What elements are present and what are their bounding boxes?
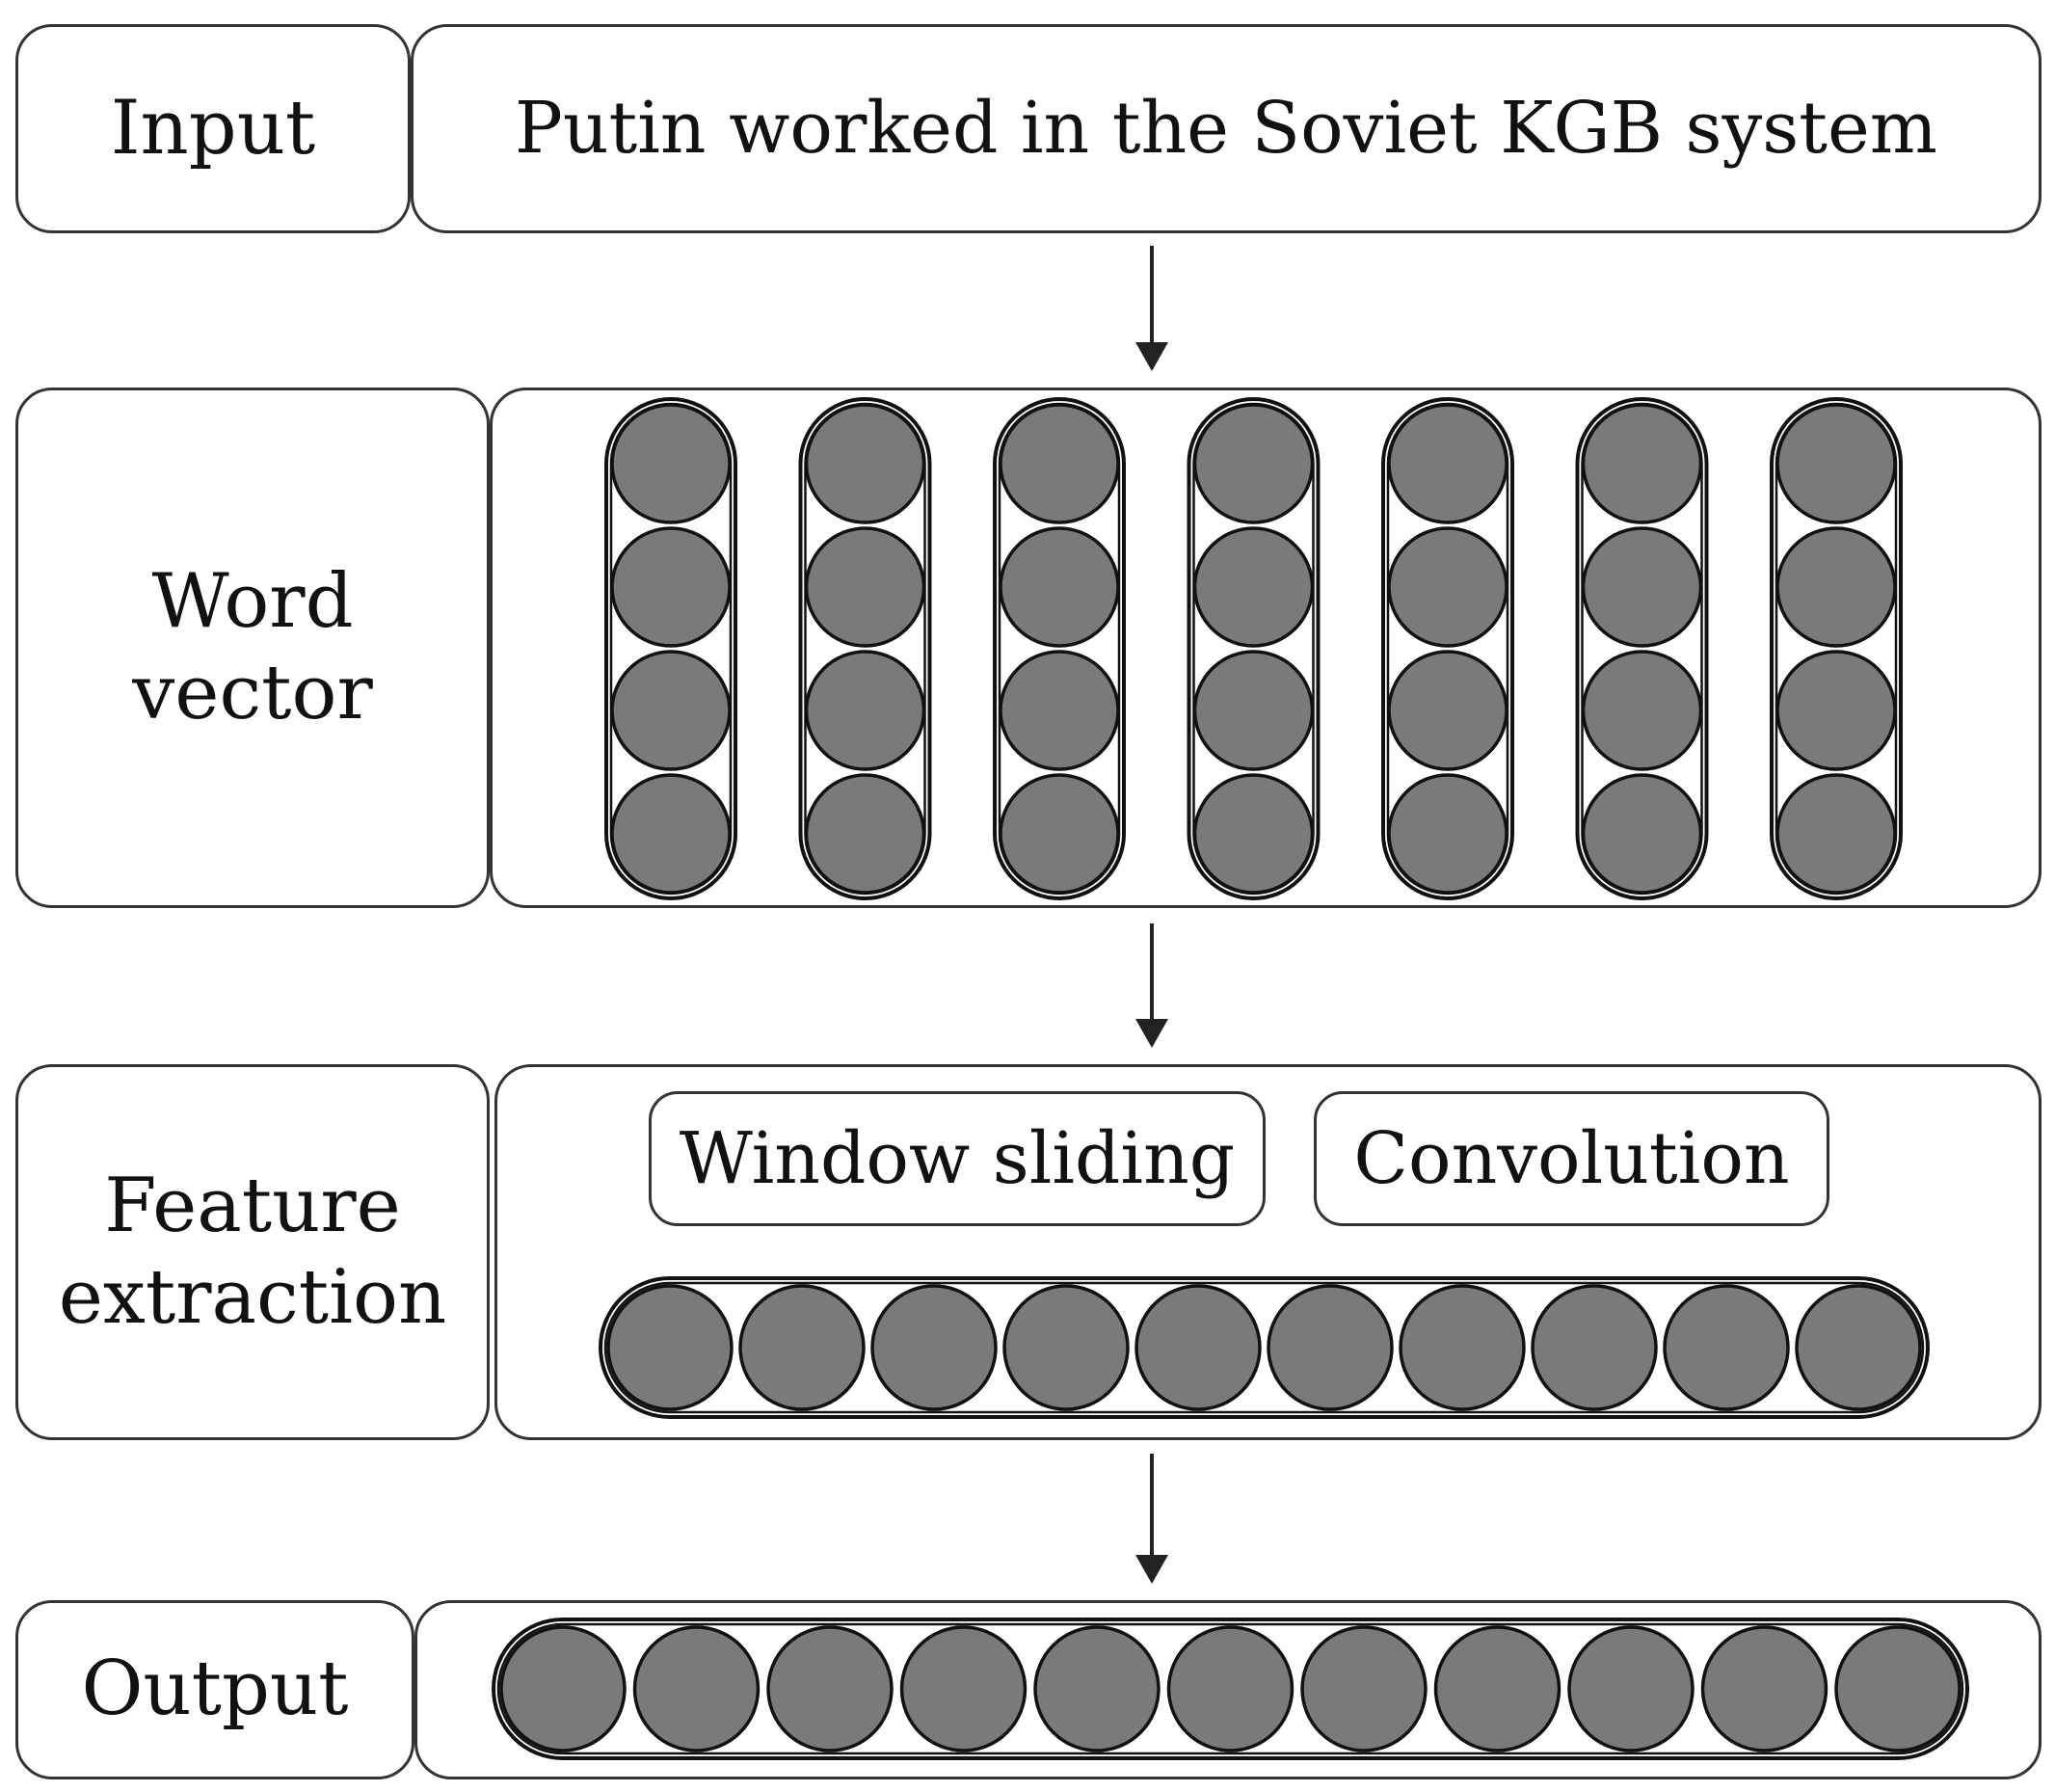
arrow-2 [1135,923,1168,1048]
output-vector-node [899,1625,1028,1752]
word-vector-label-line-1: Word [151,557,354,645]
feature-vector-capsule-inner [603,1281,1925,1414]
word-vector-node [1581,526,1703,648]
feature-vector-node [1267,1284,1394,1411]
feature-vector-node [1531,1284,1658,1411]
word-vector-node [1192,403,1315,524]
word-vector-node [804,650,926,771]
word-vector-capsule [993,397,1126,900]
input-sentence: Putin worked in the Soviet KGB system [515,87,1937,171]
word-vector-node [1581,650,1703,771]
output-label-box [15,1600,414,1779]
output-vector-node [1567,1625,1695,1752]
word-vector-node [999,526,1120,648]
convolution-box: Convolution [1314,1091,1829,1226]
word-vector-node [1581,403,1703,524]
word-vector-node [610,526,732,648]
output-vector-node [499,1625,627,1752]
output-vector-node [1834,1625,1962,1752]
feature-vector-node [1002,1284,1130,1411]
word-vector-node [610,773,732,895]
output-vector-node [1033,1625,1161,1752]
feature-vector-node [870,1284,998,1411]
feature-vector-node [606,1284,734,1411]
word-vector-node [1387,403,1508,524]
input-label-box [15,24,411,233]
window-sliding-box: Window sliding [649,1091,1266,1226]
word-vector-node [804,773,926,895]
word-vector-node [999,650,1120,771]
output-vector-capsule-inner [496,1622,1964,1755]
arrow-1 [1135,246,1168,371]
feature-extraction-label-line-1: Feature [104,1162,401,1249]
word-vector-node [804,526,926,648]
feature-extraction-label-box [15,1064,490,1440]
feature-extraction-label-line-2: extraction [58,1254,447,1341]
input-content-box [411,24,2042,233]
word-vector-capsule [798,397,932,900]
word-vector-column [604,397,737,900]
word-vector-label-box [15,388,490,908]
feature-vector-node [1795,1284,1922,1411]
word-vector-node [999,403,1120,524]
arrowhead [1135,1019,1168,1048]
word-vector-node [1775,403,1897,524]
word-vector-node [1775,650,1897,771]
output-vector-node [1300,1625,1428,1752]
output-vector-capsule [492,1618,1969,1760]
feature-extraction-label: Feature extraction [15,1064,490,1440]
word-vector-node [1387,650,1508,771]
word-vector-column [1770,397,1903,900]
word-vector-capsule [1770,397,1903,900]
feature-vector [599,1276,1930,1419]
word-vector-node [1775,773,1897,895]
feature-vector-node [738,1284,866,1411]
word-vector-label-line-2: vector [132,650,373,736]
word-vector-column [1575,397,1709,900]
feature-vector-node [1134,1284,1262,1411]
word-vector-column [1381,397,1514,900]
word-vector-capsule [1381,397,1514,900]
word-vector-node [610,403,732,524]
word-vector-node [1387,526,1508,648]
word-vector-node [1775,526,1897,648]
word-vector-capsule [1575,397,1709,900]
arrowhead [1135,342,1168,371]
word-vector-capsule [604,397,737,900]
feature-vector-node [1399,1284,1526,1411]
word-vector-column [1187,397,1321,900]
output-vector-node [1433,1625,1561,1752]
word-vector-node [1581,773,1703,895]
output-vector [492,1618,1969,1760]
feature-vector-capsule [599,1276,1930,1419]
output-vector-node [766,1625,894,1752]
word-vector-node [999,773,1120,895]
feature-vector-node [1663,1284,1790,1411]
word-vector-node [1387,773,1508,895]
arrowhead [1135,1555,1168,1584]
arrow-3 [1135,1454,1168,1584]
word-vector-column [798,397,932,900]
word-vector-node [1192,773,1315,895]
word-vector-node [1192,526,1315,648]
word-vector-node [1192,650,1315,771]
output-vector-node [1166,1625,1294,1752]
output-vector-node [1700,1625,1828,1752]
word-vector-node [804,403,926,524]
output-label: Output [81,1645,349,1733]
output-vector-node [632,1625,761,1752]
word-vector-label: Word vector [15,388,490,908]
word-vector-node [610,650,732,771]
word-vector-column [993,397,1126,900]
input-label: Input [110,84,316,172]
word-vector-capsule [1187,397,1321,900]
